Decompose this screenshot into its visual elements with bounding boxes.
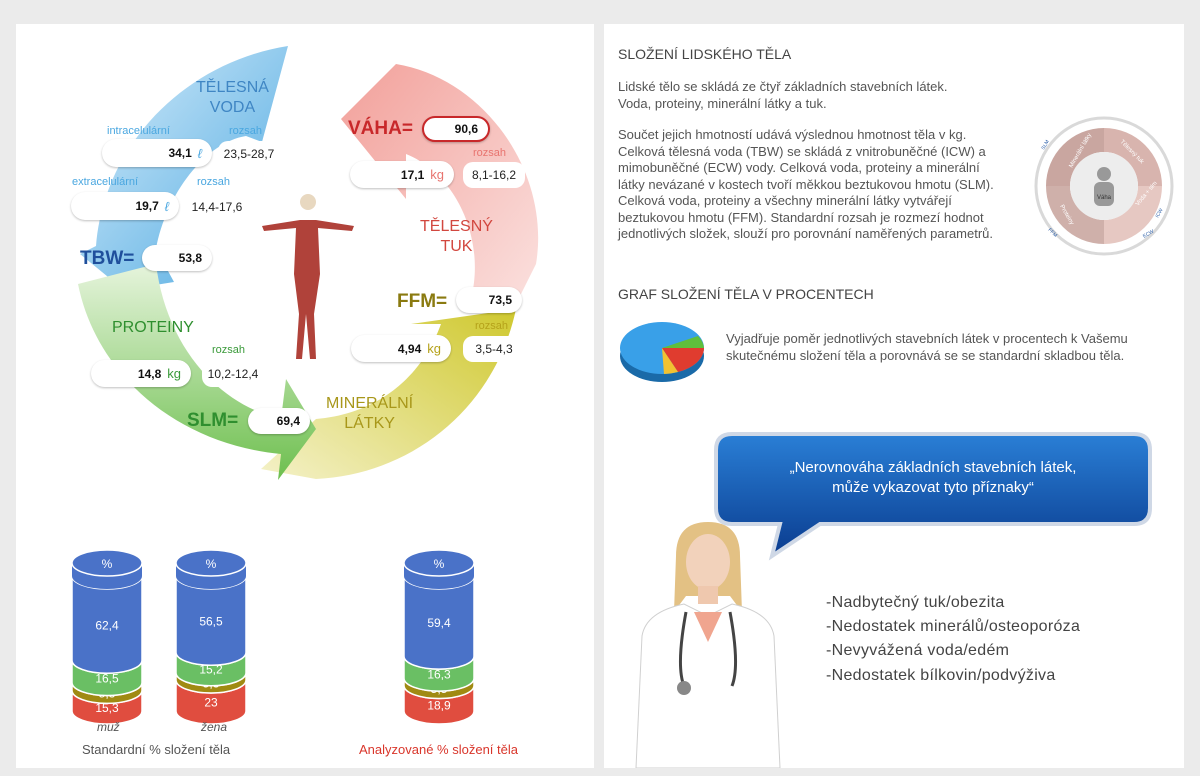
bar-value-label: 16,5: [95, 672, 119, 686]
intro-text: Lidské tělo se skládá ze čtyř základních…: [618, 79, 948, 111]
fat-value-field: 17,1 kg: [350, 161, 454, 188]
bar-value-label: 59,4: [427, 616, 451, 630]
fat-arc: [341, 64, 539, 324]
heading-composition: SLOŽENÍ LIDSKÉHO TĚLA: [618, 46, 792, 62]
composition-description: Součet jejich hmotností udává výslednou …: [618, 127, 994, 241]
bar-analyzed: 18,95,516,359,4%: [403, 549, 475, 725]
bar-value-label: 16,3: [427, 667, 451, 681]
slm-value: 69,4: [248, 408, 310, 434]
minerals-range: 3,5-4,3: [463, 336, 525, 362]
ffm-label: FFM=: [397, 291, 448, 312]
tbw-label: TBW=: [80, 248, 135, 269]
fat-value: 17,1: [400, 167, 425, 182]
icw-label: intracelulární: [107, 125, 170, 137]
icw-value-field: 34,1 ℓ: [102, 139, 212, 167]
doctor-illustration: [635, 522, 781, 768]
bar-female: 235,315,256,5%: [175, 549, 247, 725]
ring-label-slm: SLM: [1041, 139, 1051, 151]
bar-value-label: 18,9: [427, 698, 451, 712]
bar-value-label: 56,5: [199, 614, 223, 628]
bar-value-label: 62,4: [95, 618, 119, 632]
icw-range: 23,5-28,7: [218, 141, 280, 167]
water-title: TĚLESNÁ VODA: [196, 79, 269, 116]
bubble-text: „Nerovnováha základních stavebních látek…: [789, 459, 1077, 496]
slm-label: SLM=: [187, 410, 239, 431]
protein-range: 10,2-12,4: [202, 361, 264, 387]
ecw-unit: ℓ: [164, 198, 169, 214]
bar-top: [175, 549, 247, 577]
bar-top: [71, 549, 143, 577]
ecw-value: 19,7: [135, 199, 159, 213]
protein-value: 14,8: [137, 366, 162, 381]
weight-value: 90,6: [422, 116, 490, 142]
ecw-value-field: 19,7 ℓ: [71, 192, 179, 220]
ecw-range-label: rozsah: [197, 176, 231, 188]
fat-range-label: rozsah: [473, 147, 507, 159]
percent-chart-description: Vyjadřuje poměr jednotlivých stavebních …: [726, 331, 1128, 363]
tbw-value: 53,8: [142, 245, 212, 271]
composition-donut-icon: Váha Minerální látky Tělesný tuk Voda + …: [1034, 116, 1174, 256]
bar-male: 15,35,816,562,4%: [71, 549, 143, 725]
minerals-unit: kg: [427, 341, 441, 356]
symptom-minerals: -Nedostatek minerálů/osteoporóza: [826, 618, 1081, 635]
icw-range-label: rozsah: [229, 125, 263, 137]
weight-label: VÁHA=: [348, 118, 413, 139]
symptom-water: -Nevyvážená voda/edém: [826, 642, 1010, 659]
anatomy-figure: [262, 194, 354, 359]
symptom-protein: -Nedostatek bílkovin/podvýživa: [826, 667, 1056, 684]
minerals-value-field: 4,94 kg: [351, 335, 451, 362]
analyzed-caption: Analyzované % složení těla: [359, 742, 518, 757]
protein-title: PROTEINY: [112, 319, 194, 336]
ecw-range: 14,4-17,6: [186, 194, 248, 220]
fat-range: 8,1-16,2: [463, 162, 525, 188]
composition-bar-charts: 15,35,816,562,4%235,315,256,5%18,95,516,…: [71, 549, 475, 725]
male-label: muž: [97, 720, 120, 734]
bar-value-label: 15,3: [95, 701, 119, 715]
info-panel: SLOŽENÍ LIDSKÉHO TĚLA Lidské tělo se skl…: [604, 24, 1184, 768]
symptom-fat: -Nadbytečný tuk/obezita: [826, 594, 1005, 611]
heading-percent-chart: GRAF SLOŽENÍ TĚLA V PROCENTECH: [618, 286, 874, 302]
speech-bubble: [714, 432, 1152, 561]
minerals-title: MINERÁLNÍ LÁTKY: [326, 395, 414, 432]
donut-center-label: Váha: [1097, 195, 1112, 201]
ffm-value: 73,5: [456, 287, 522, 313]
bar-value-label: 23: [204, 696, 218, 710]
body-composition-panel: TĚLESNÁ VODA intracelulární rozsah 34,1 …: [16, 24, 594, 768]
bar-value-label: 15,2: [199, 663, 223, 677]
pie-chart-icon: [620, 322, 704, 382]
ecw-label: extracelulární: [72, 176, 139, 188]
bar-header-label: %: [434, 557, 445, 571]
fat-unit: kg: [430, 167, 444, 182]
minerals-value: 4,94: [397, 341, 422, 356]
female-label: žena: [201, 720, 228, 734]
ring-label-ffm: FFM: [1047, 227, 1059, 239]
protein-range-label: rozsah: [212, 344, 246, 356]
minerals-arc: [261, 309, 516, 479]
minerals-range-label: rozsah: [475, 320, 509, 332]
protein-unit: kg: [167, 366, 181, 381]
bar-header-label: %: [206, 557, 217, 571]
protein-value-field: 14,8 kg: [91, 360, 191, 387]
bar-top: [403, 549, 475, 577]
water-arc: [80, 46, 288, 290]
icw-unit: ℓ: [197, 145, 202, 161]
standard-caption: Standardní % složení těla: [82, 742, 231, 757]
ring-label-ecw: ECW: [1142, 229, 1155, 240]
ring-label-icw: ICW: [1155, 207, 1165, 219]
fat-title: TĚLESNÝ TUK: [420, 218, 493, 255]
bar-header-label: %: [102, 557, 113, 571]
icw-value: 34,1: [168, 146, 192, 160]
